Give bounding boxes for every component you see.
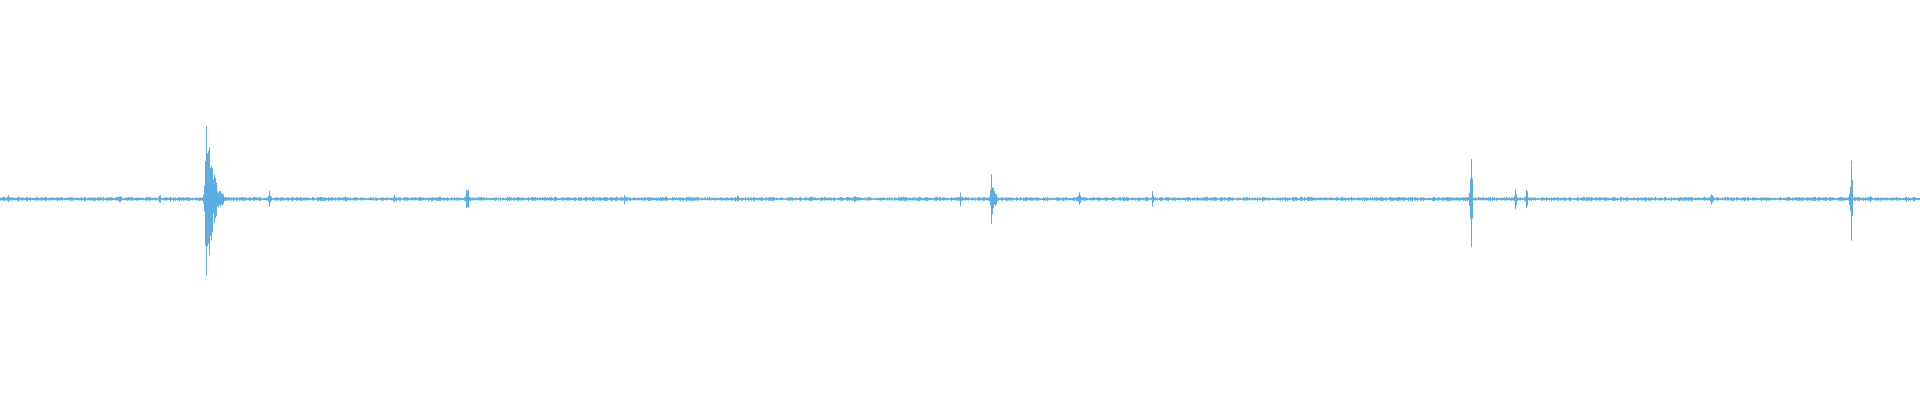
waveform-trace (0, 126, 1920, 276)
waveform-samples (0, 126, 1920, 276)
